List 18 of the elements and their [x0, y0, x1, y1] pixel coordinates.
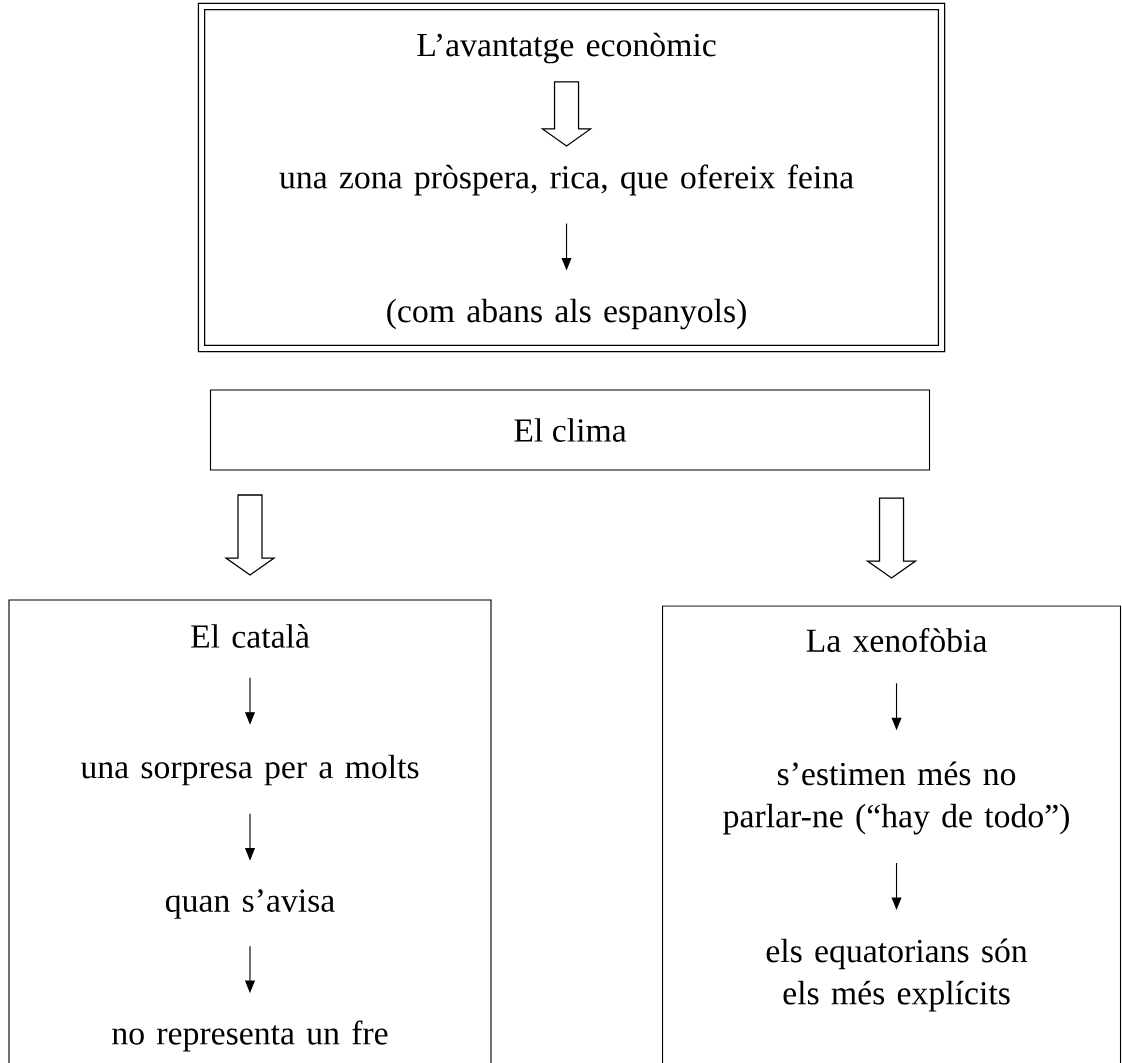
- text-label: L’avantatge econòmic: [417, 32, 716, 64]
- text-label: s’estimen més no parlar-ne (“hay de todo”): [723, 761, 1069, 835]
- text-label: els equatorians són els més explícits: [766, 938, 1028, 1012]
- text-label: (com abans als espanyols): [387, 298, 746, 330]
- text-label: El català: [191, 624, 310, 648]
- block-arrow: [540, 81, 593, 147]
- arrow: [891, 862, 902, 910]
- block-arrow: [224, 494, 276, 576]
- outline-box: [8, 599, 492, 1063]
- text-label: quan s’avisa: [165, 889, 335, 919]
- double-border-box: [197, 2, 946, 353]
- outline-box: [661, 605, 1122, 1063]
- text-label: una zona pròspera, rica, que ofereix feina: [279, 164, 854, 196]
- label-box: El clima: [209, 389, 931, 471]
- text-label: no representa un fre: [112, 1020, 388, 1052]
- text-label: La xenofòbia: [806, 628, 987, 653]
- text-label: una sorpresa per a molts: [80, 754, 419, 786]
- block-arrow: [865, 497, 918, 579]
